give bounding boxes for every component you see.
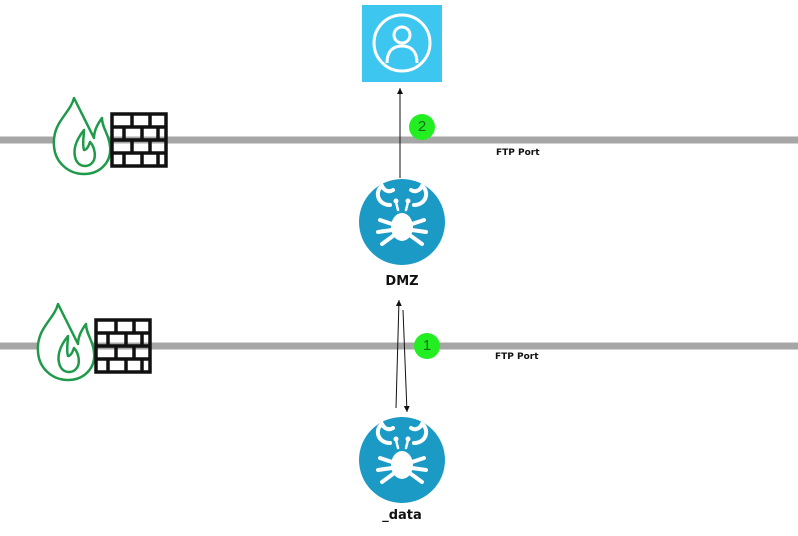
dmz-server-icon [357,177,447,267]
upper-firewall-icon [52,96,168,176]
dmz-label: DMZ [385,274,419,289]
lower-firewall-icon [36,302,152,382]
data-to-dmz-arrow [395,299,402,409]
data-server-icon [357,415,447,505]
user-icon [362,5,442,82]
lower-port-label: FTP Port [495,352,539,362]
dmz-to-data-arrow [402,309,410,413]
step-badge-lower: 1 [414,333,440,359]
data-label: _data [382,508,422,523]
upper-port-label: FTP Port [496,148,540,158]
step-badge-upper: 2 [409,114,435,140]
